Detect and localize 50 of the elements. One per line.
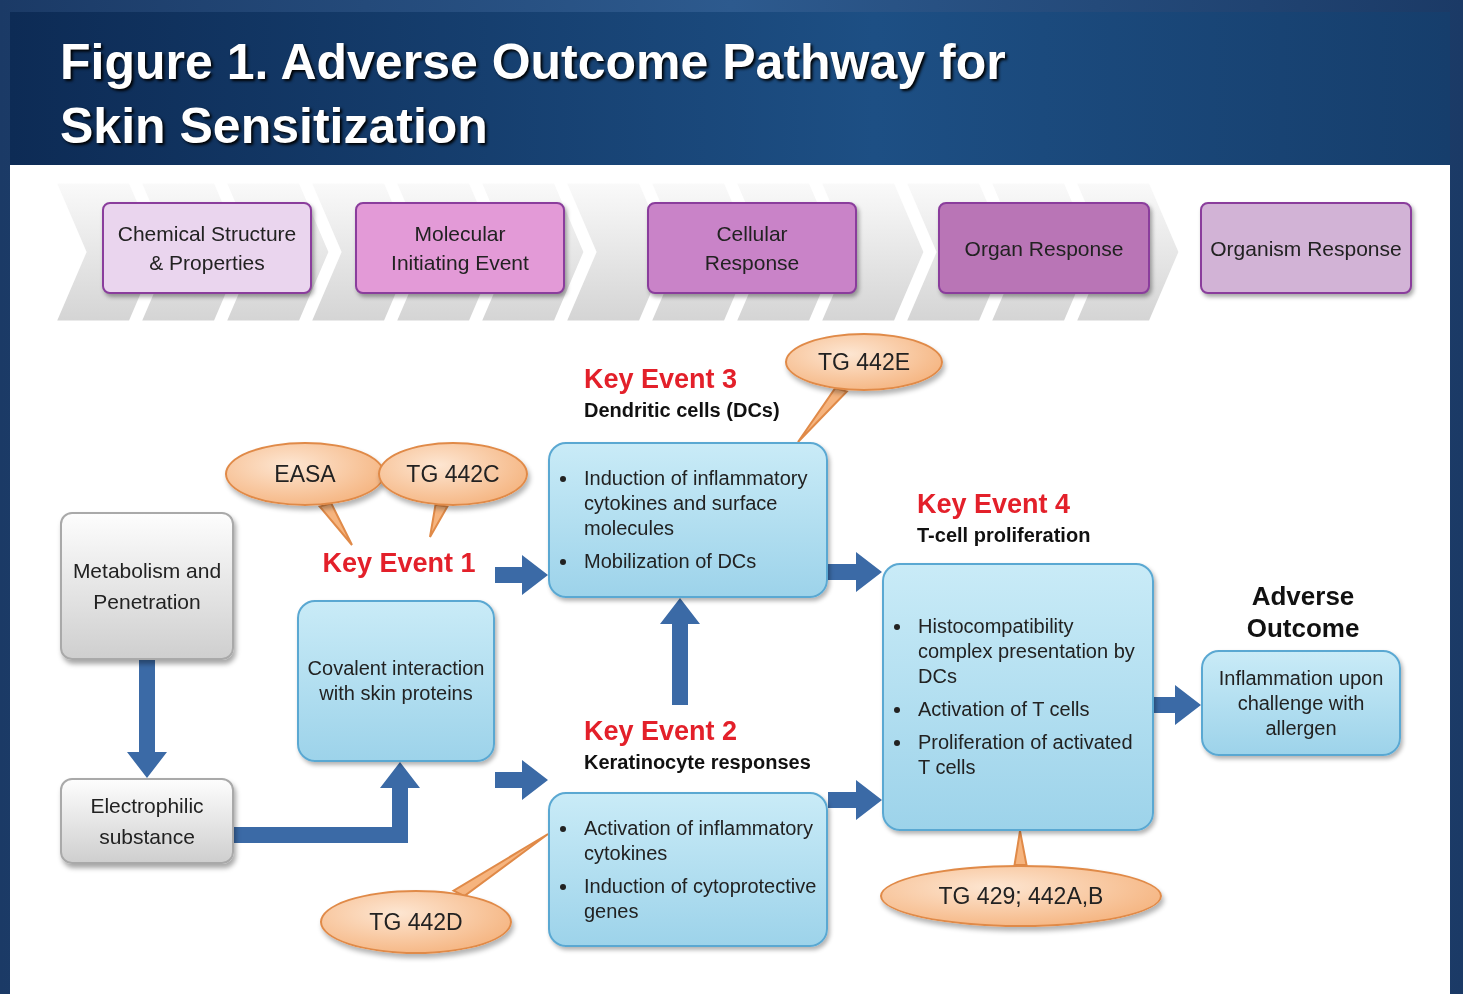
block-arrow (127, 660, 167, 778)
subheading: T-cell proliferation (917, 523, 1092, 548)
box-label: Chemical Structure & Properties (116, 221, 298, 276)
box-label: Covalent interaction with skin proteins (306, 656, 486, 706)
key-event-heading: Adverse Outcome (1245, 580, 1361, 644)
box-label: Organ Response (963, 235, 1125, 262)
title: Figure 1. Adverse Outcome Pathway for Skin Sensitization (60, 33, 1007, 156)
callout-pointer (797, 386, 849, 443)
box-label: Molecular Initiating Event (390, 221, 530, 276)
box-label: TG 429; 442A,B (937, 882, 1105, 910)
block-arrow (828, 780, 882, 820)
stage-box (647, 202, 857, 294)
bullet-item: Activation of inflammatory cytokines (584, 816, 813, 864)
block-arrow (495, 555, 548, 595)
box-label: Cellular Response (703, 221, 801, 276)
callout-pointer (451, 833, 549, 898)
box-label: EASA (273, 460, 337, 488)
box-label: TG 442C (405, 460, 501, 488)
box-label: Organism Response (1209, 235, 1403, 262)
box-label: TG 442D (368, 908, 464, 936)
bullet-item: Activation of T cells (918, 698, 1090, 720)
block-arrow (495, 760, 548, 800)
callout-pointer (1013, 830, 1028, 867)
block-arrow (1154, 685, 1201, 725)
stage-box (1200, 202, 1412, 294)
bullet-item: Induction of inflammatory cytokines and surface molecules (584, 467, 808, 539)
key-event-heading: Key Event 2 (584, 715, 739, 748)
key-event-heading: Key Event 3 (584, 363, 739, 396)
key-event-heading: Key Event 4 (917, 488, 1072, 521)
bullet-item: Histocompatibility complex presentation by DCs (918, 615, 1135, 687)
bullet-item: Induction of cytoprotective genes (584, 874, 817, 922)
stage-box (938, 202, 1150, 294)
key-event-heading: Key Event 1 (321, 547, 477, 580)
process-box (60, 778, 234, 864)
box-label: TG 442E (816, 348, 911, 376)
block-arrow (660, 598, 700, 705)
stage-box (355, 202, 565, 294)
stage-box (102, 202, 312, 294)
block-arrow (828, 552, 882, 592)
bullet-item: Proliferation of activated T cells (918, 731, 1133, 778)
box-label: Inflammation upon challenge with allergen (1217, 665, 1385, 741)
process-box (60, 512, 234, 660)
box-label: Metabolism and Penetration (71, 558, 223, 615)
box-label: Electrophilic substance (89, 793, 205, 850)
callout-pointer (429, 503, 449, 538)
subheading: Dendritic cells (DCs) (584, 398, 781, 423)
subheading: Keratinocyte responses (584, 750, 812, 775)
bullet-item: Mobilization of DCs (584, 550, 757, 572)
callout-pointer (317, 502, 353, 546)
block-arrow (234, 762, 420, 843)
